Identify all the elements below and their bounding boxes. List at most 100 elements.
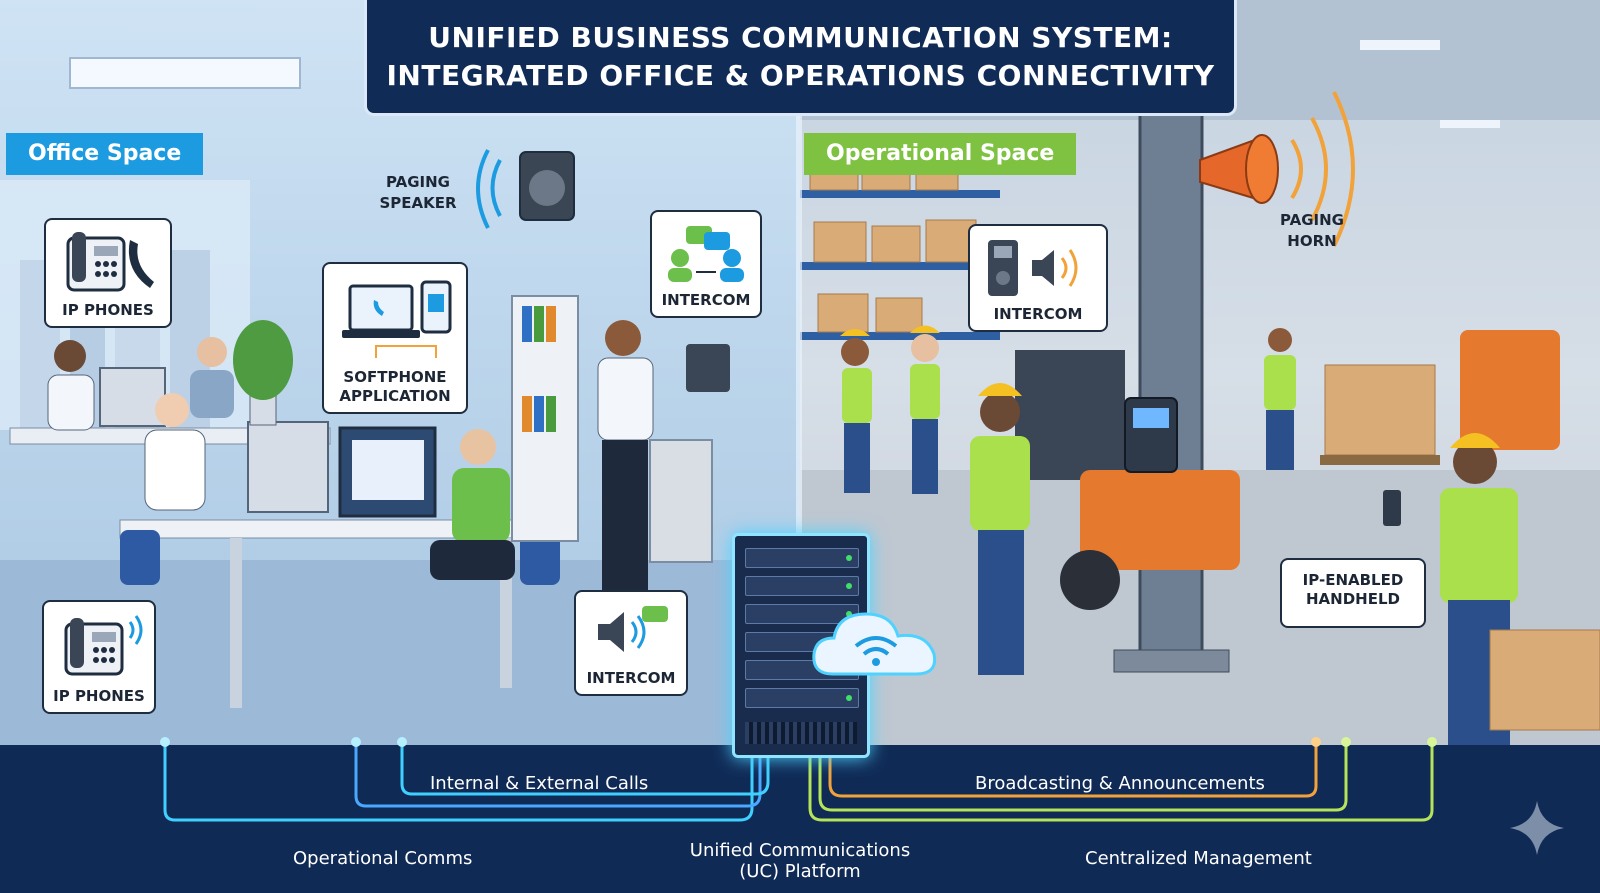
speaker-cone [529, 170, 565, 206]
shelf-beam [800, 262, 1000, 270]
intercom-label-ops: INTERCOM [993, 305, 1083, 323]
sound-wave [476, 149, 490, 229]
office-worker-head [155, 393, 189, 427]
operational-space-background [800, 0, 1600, 745]
paging-horn-label: PAGING HORN [1262, 210, 1362, 252]
worker-head [1268, 328, 1292, 352]
server-rack-icon [732, 533, 870, 758]
centralized-management-label: Centralized Management [1085, 848, 1312, 869]
intercom-label-bottom: INTERCOM [586, 669, 676, 687]
connector-node [351, 737, 361, 747]
horn-bell [1245, 134, 1279, 204]
office-space-tag: Office Space [6, 133, 204, 175]
softphone-label-2: APPLICATION [339, 387, 451, 405]
softphone-callout: SOFTPHONE APPLICATION [322, 262, 468, 414]
headset-worker-skirt [430, 540, 515, 580]
broadcasting-label: Broadcasting & Announcements [975, 773, 1265, 794]
title-banner: UNIFIED BUSINESS COMMUNICATION SYSTEM: I… [364, 0, 1237, 116]
intercom-callout-bottom: INTERCOM [574, 590, 688, 696]
connector-node [160, 737, 170, 747]
binder [546, 396, 556, 432]
worker-head [841, 338, 869, 366]
back-forklift [1460, 330, 1560, 450]
ip-phones-label-bottom: IP PHONES [53, 687, 145, 705]
sparkle-icon [1510, 801, 1564, 855]
forklift-body [1080, 470, 1240, 570]
pallet [1320, 455, 1440, 465]
connector-operational-comms [163, 740, 754, 822]
connector-ops-green [818, 740, 1348, 812]
uc-platform-line-2: (UC) Platform [739, 861, 861, 882]
ip-phones-label-top: IP PHONES [62, 301, 154, 319]
hard-hat [978, 383, 1022, 396]
cardboard-box [875, 297, 923, 333]
hard-hat [1450, 433, 1500, 448]
paging-speaker-line-2: SPEAKER [379, 194, 457, 212]
desk-phone-icon [66, 232, 154, 292]
office-worker-body [190, 370, 234, 418]
sound-wave [1332, 91, 1355, 247]
operational-space-tag: Operational Space [804, 133, 1077, 175]
warehouse-illustration [800, 0, 1600, 745]
safety-vest [910, 364, 940, 419]
cardboard-box [817, 293, 869, 333]
title-line-1: UNIFIED BUSINESS COMMUNICATION SYSTEM: [428, 20, 1173, 54]
sound-wave [490, 159, 502, 217]
monitor [247, 421, 329, 513]
server-vent [745, 722, 857, 744]
hard-hat [910, 325, 940, 333]
safety-vest [1440, 488, 1518, 603]
desk-phone-icon [64, 615, 143, 676]
paging-speaker-label: PAGING SPEAKER [368, 172, 468, 214]
handheld-label-2: HANDHELD [1306, 590, 1400, 608]
paging-horn-line-2: HORN [1287, 232, 1337, 250]
ceiling-light [1360, 40, 1440, 50]
worker-legs [1266, 410, 1294, 470]
plant-leaves [233, 320, 293, 400]
office-worker-head [54, 340, 86, 372]
server-slot [745, 688, 859, 708]
connector-node [1427, 737, 1437, 747]
connector-internal-external [400, 740, 770, 796]
headset-worker-body [452, 468, 510, 543]
worker-legs [844, 423, 870, 493]
uc-platform-label: Unified Communications (UC) Platform [664, 840, 936, 882]
filing-cabinet [649, 439, 713, 563]
handheld-device [1383, 490, 1401, 526]
hard-hat [840, 329, 870, 336]
office-worker-body [47, 374, 95, 431]
sound-wave [1310, 117, 1328, 221]
shelf-beam [800, 190, 1000, 198]
headset-worker-head [460, 429, 496, 465]
office-chair [120, 530, 160, 585]
forklift-mast [1015, 350, 1125, 480]
binder [534, 396, 544, 432]
ceiling-light [69, 57, 301, 89]
worker-legs [978, 530, 1024, 675]
operational-comms-label: Operational Comms [293, 848, 473, 869]
internal-external-calls-label: Internal & External Calls [430, 773, 649, 794]
ceiling-light [1440, 120, 1500, 128]
intercom-callout-ops: INTERCOM [968, 224, 1108, 332]
chat-people-icon [668, 226, 744, 282]
connector-node [397, 737, 407, 747]
sound-wave [1290, 138, 1303, 200]
standing-man-head [605, 320, 641, 356]
ip-phones-callout-bottom: IP PHONES [42, 600, 156, 714]
paging-horn-line-1: PAGING [1280, 211, 1344, 229]
connector-office-calls [354, 740, 762, 808]
worker-head [980, 392, 1020, 432]
cloud-wifi-icon [812, 612, 937, 676]
column-base [1113, 649, 1230, 673]
safety-vest [1264, 355, 1296, 410]
office-worker-body [144, 429, 206, 511]
binder [534, 306, 544, 342]
handheld-callout: IP-ENABLED HANDHELD [1280, 558, 1426, 628]
cardboard-box [871, 225, 921, 263]
server-slot [745, 576, 859, 596]
worker-legs [912, 419, 938, 494]
office-worker-head [197, 337, 227, 367]
safety-vest [842, 368, 872, 423]
